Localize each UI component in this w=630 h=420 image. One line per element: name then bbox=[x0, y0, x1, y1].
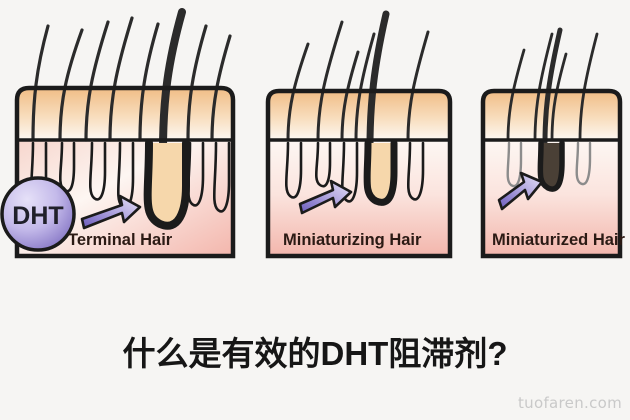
terminal-follicle-bulb bbox=[143, 139, 190, 230]
watermark: tuofaren.com bbox=[517, 394, 622, 412]
dermis-layer bbox=[268, 140, 450, 256]
panel-label-terminal: Terminal Hair bbox=[68, 231, 173, 249]
page-title: 什么是有效的DHT阻滞剂? bbox=[122, 335, 508, 372]
miniaturized-follicle-bulb bbox=[537, 140, 565, 192]
miniaturizing-follicle-bulb bbox=[363, 139, 398, 206]
vellus-follicles-2 bbox=[284, 141, 425, 203]
arrow-icon-2 bbox=[298, 179, 353, 215]
panel-border-1 bbox=[14, 85, 236, 259]
dht-badge: DHT bbox=[0, 176, 76, 252]
panel-label-miniaturized: Miniaturized Hair bbox=[492, 231, 626, 249]
dht-label: DHT bbox=[12, 202, 63, 230]
panel-border-3 bbox=[480, 88, 623, 259]
arrow-icon-1 bbox=[80, 194, 142, 230]
hair-follicle-diagram: DHT Terminal Hair bbox=[0, 8, 626, 259]
panel-terminal: DHT Terminal Hair bbox=[0, 8, 236, 259]
arrow-icon-3 bbox=[497, 171, 544, 211]
dht-circle bbox=[0, 176, 76, 252]
panel-border-2 bbox=[265, 88, 453, 259]
panel-miniaturized: Miniaturized Hair bbox=[480, 27, 626, 259]
vellus-follicles-3 bbox=[506, 141, 592, 188]
skin-cross-section-2 bbox=[268, 91, 450, 256]
panel-label-miniaturizing: Miniaturizing Hair bbox=[283, 231, 422, 249]
panel-miniaturizing: Miniaturizing Hair bbox=[265, 10, 453, 259]
epidermis-layer bbox=[17, 88, 233, 140]
